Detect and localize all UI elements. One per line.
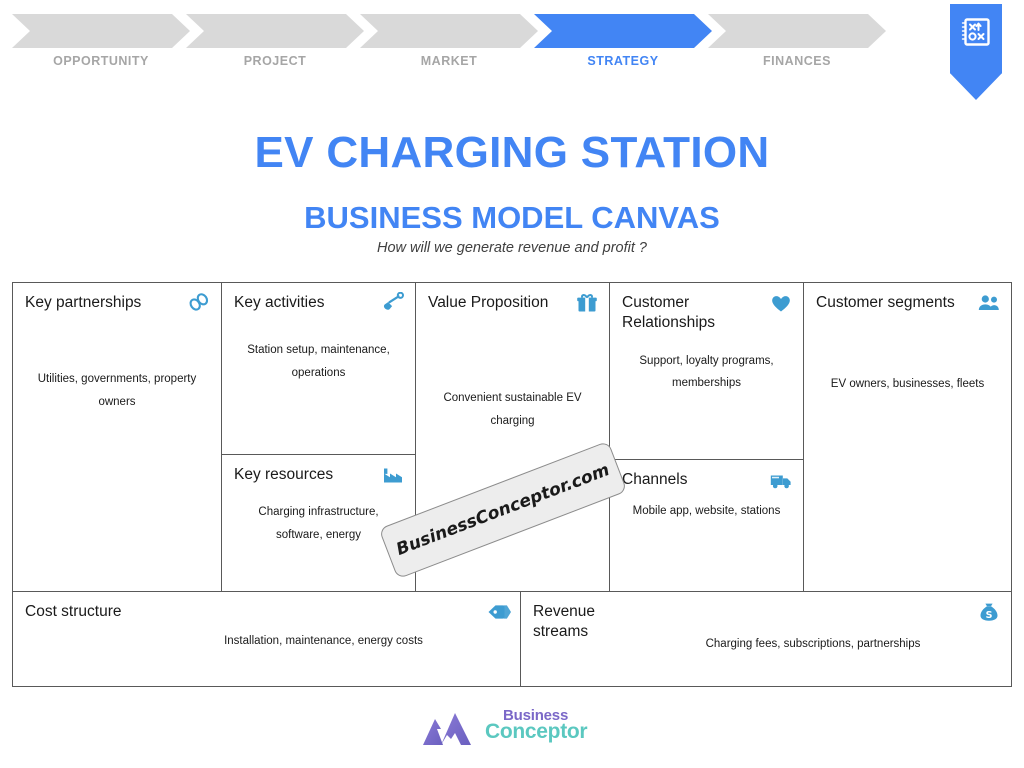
canvas-cell-key-activities[interactable]: Key activities Station setup, maintenanc… (221, 282, 416, 455)
nav-step-opportunity[interactable]: OPPORTUNITY (12, 14, 190, 68)
svg-text:S: S (986, 610, 993, 621)
nav-step-label: OPPORTUNITY (53, 54, 149, 68)
factory-icon (381, 464, 405, 486)
cell-title: Key activities (234, 294, 325, 311)
canvas-cell-customer-segments[interactable]: Customer segments EV owners, businesses,… (803, 282, 1012, 592)
canvas-cell-customer-relationships[interactable]: Customer Relationships Support, loyalty … (609, 282, 804, 460)
cell-body: Utilities, governments, property owners (37, 373, 197, 408)
cell-body: Station setup, maintenance, operations (247, 344, 390, 379)
cell-body: Mobile app, website, stations (632, 505, 781, 518)
nav-step-strategy[interactable]: STRATEGY (534, 14, 712, 68)
cell-title: Value Proposition (428, 294, 549, 311)
page-subtitle: BUSINESS MODEL CANVAS (304, 200, 720, 235)
canvas-cell-cost-structure[interactable]: Cost structure Installation, maintenance… (12, 591, 521, 687)
money-bag-icon: S (977, 601, 1001, 623)
cell-title: Revenue streams (533, 603, 596, 641)
nav-step-finances[interactable]: FINANCES (708, 14, 886, 68)
business-model-canvas: Key partnerships Utilities, governments,… (12, 282, 1012, 687)
cell-body: Support, loyalty programs, memberships (639, 354, 774, 390)
process-step-nav: OPPORTUNITY PROJECT MARKET STRATEGY FINA… (0, 0, 1024, 105)
users-icon (977, 292, 1001, 314)
brand-line-2: Conceptor (485, 720, 588, 743)
page-tagline: How will we generate revenue and profit … (376, 240, 647, 256)
brand-line-1: Business (503, 707, 569, 724)
nav-step-label: PROJECT (243, 54, 307, 68)
chevron-shape (708, 14, 886, 48)
cell-title: Customer Relationships (622, 294, 716, 332)
cell-body: Installation, maintenance, energy costs (224, 635, 423, 648)
footer-logo: Business Conceptor (0, 705, 1024, 749)
cell-body: Charging fees, subscriptions, partnershi… (705, 637, 921, 650)
cell-title: Key resources (234, 466, 334, 483)
nav-step-label: MARKET (420, 54, 478, 68)
cell-body: EV owners, businesses, fleets (830, 378, 985, 391)
price-tag-icon (486, 601, 511, 623)
gift-icon (575, 292, 599, 314)
strategy-playbook-icon (961, 18, 990, 46)
strategy-ribbon-badge (950, 4, 1002, 100)
cell-title: Channels (622, 471, 688, 488)
chevron-shape-active (534, 14, 712, 48)
truck-icon (769, 469, 793, 491)
canvas-cell-revenue-streams[interactable]: Revenue streams S Charging fees, subscri… (520, 591, 1012, 687)
nav-step-label: FINANCES (763, 54, 831, 68)
canvas-cell-key-resources[interactable]: Key resources Charging infrastructure, s… (221, 454, 416, 592)
nav-step-project[interactable]: PROJECT (186, 14, 364, 68)
chevron-shape (360, 14, 538, 48)
canvas-cell-channels[interactable]: Channels Mobile app, website, stations (609, 459, 804, 592)
nav-step-market[interactable]: MARKET (360, 14, 538, 68)
page-title: EV CHARGING STATION (254, 128, 770, 177)
nav-step-label: STRATEGY (587, 54, 659, 68)
chain-link-icon (187, 292, 211, 314)
cell-body: Charging infrastructure, software, energ… (258, 506, 379, 541)
cell-title: Customer segments (816, 294, 955, 311)
shovel-icon (381, 292, 405, 314)
heart-icon (769, 292, 793, 314)
chevron-shape (186, 14, 364, 48)
canvas-cell-key-partnerships[interactable]: Key partnerships Utilities, governments,… (12, 282, 222, 592)
cell-title: Cost structure (25, 603, 122, 620)
mountains-logo-icon (423, 713, 471, 745)
cell-body: Convenient sustainable EV charging (443, 392, 582, 427)
canvas-cell-value-proposition[interactable]: Value Proposition Convenient sustainable… (415, 282, 610, 592)
cell-title: Key partnerships (25, 294, 142, 311)
chevron-shape (12, 14, 190, 48)
footer-brand-text: Business Conceptor (485, 706, 603, 748)
